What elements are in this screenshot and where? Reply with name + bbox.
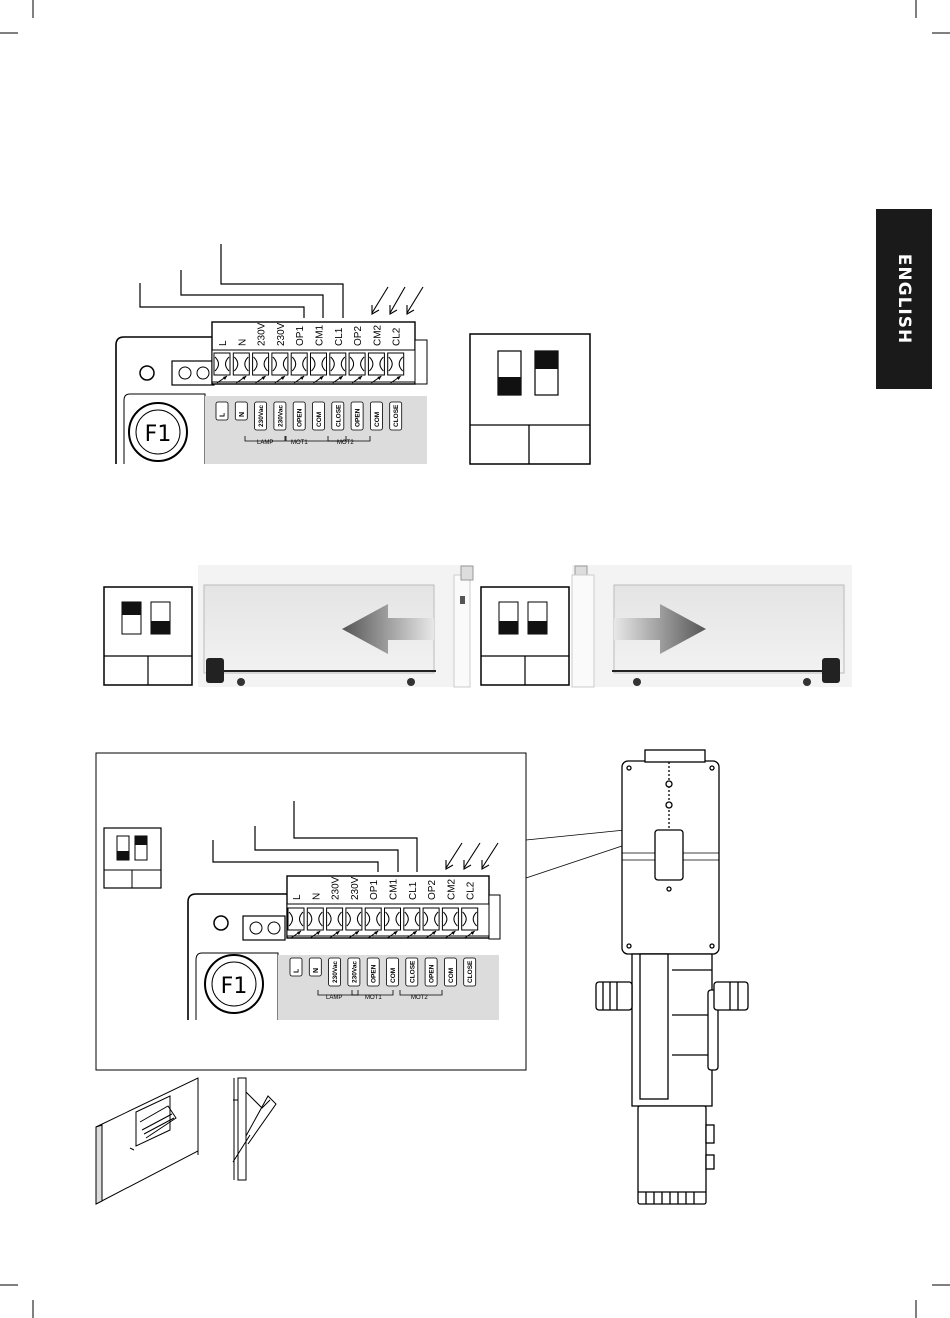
terminal-label: CL1 (408, 881, 419, 900)
group-label-lamp: LAMP (326, 995, 342, 1001)
dip-switch-box-1 (470, 334, 590, 464)
bottom-terminal-label: 230Vac (258, 405, 265, 427)
terminal-label: CL1 (334, 327, 345, 346)
group-label-mot2: MOT2 (411, 995, 428, 1001)
dip-switch-box-2 (104, 828, 161, 888)
bottom-terminal-label: COM (316, 412, 323, 427)
bottom-terminal-label: CLOSE (335, 404, 342, 427)
terminal-label: OP2 (427, 880, 438, 900)
terminal-label: 230V (257, 322, 268, 346)
terminal-label: OP1 (369, 880, 380, 900)
fuse-label: F1 (221, 974, 248, 999)
wall-mount-sketch (96, 1078, 276, 1204)
bottom-terminal-label: COM (390, 968, 397, 983)
bottom-terminal-label: OPEN (355, 408, 362, 427)
group-label-lamp: LAMP (257, 440, 273, 446)
group-label-mot1: MOT1 (365, 995, 382, 1001)
bottom-terminal-label: 230Vac (332, 961, 339, 983)
bottom-terminal-label: CLOSE (409, 960, 416, 983)
bottom-terminal-label: COM (448, 968, 455, 983)
terminal-label: L (292, 894, 303, 900)
gate-row (104, 565, 852, 687)
terminal-label: OP1 (295, 326, 306, 346)
language-label: ENGLISH (894, 254, 914, 344)
operator-unit (596, 750, 748, 1204)
bottom-terminal-label: OPEN (297, 408, 304, 427)
terminal-label: OP2 (353, 326, 364, 346)
terminal-label: L (218, 340, 229, 346)
bottom-terminal-label: N (239, 412, 246, 417)
bottom-terminal-label: L (220, 412, 227, 417)
bottom-terminal-label: COM (374, 412, 381, 427)
terminal-label: CM2 (446, 878, 457, 900)
group-label-mot1: MOT1 (291, 440, 308, 446)
terminal-label: 230V (331, 876, 342, 900)
language-tab-text: ENGLISH (876, 209, 932, 389)
fuse-label: F1 (145, 422, 172, 447)
terminal-label: CL2 (392, 327, 403, 346)
terminal-label: 230V (276, 322, 287, 346)
terminal-label: CM2 (372, 324, 383, 346)
bottom-terminal-label: CLOSE (393, 404, 400, 427)
bottom-terminal-label: CLOSE (467, 960, 474, 983)
group-label-mot2: MOT2 (337, 440, 354, 446)
bottom-terminal-label: 230Vac (351, 961, 358, 983)
bottom-terminal-label: 230Vac (277, 405, 284, 427)
bottom-terminal-label: OPEN (429, 964, 436, 983)
control-board-1: F1 L N 230V 230V OP1 CM1 CL1 OP2 CM2 CL2 L N 230Vac… (116, 244, 427, 464)
bottom-terminal-label: N (313, 968, 320, 973)
terminal-label: N (237, 339, 248, 346)
terminal-label: CM1 (389, 878, 400, 900)
bottom-terminal-label: OPEN (371, 964, 378, 983)
terminal-label: CM1 (315, 324, 326, 346)
terminal-label: 230V (350, 876, 361, 900)
bottom-terminal-label: L (294, 968, 301, 973)
terminal-label: CL2 (466, 881, 477, 900)
terminal-label: N (311, 893, 322, 900)
